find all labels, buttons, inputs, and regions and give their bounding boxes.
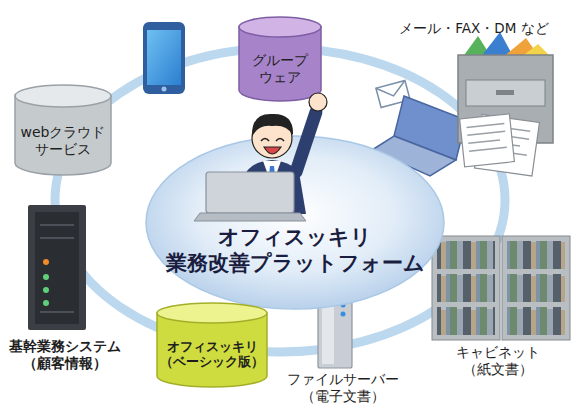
laptop-back	[206, 172, 294, 213]
rack-panel	[35, 212, 79, 324]
tablet-screen	[147, 30, 181, 85]
platform-ellipse: オフィスッキリ 業務改善プラットフォーム	[145, 135, 445, 310]
node-label: メール・FAX・DM など	[375, 20, 573, 36]
raised-arm	[296, 112, 316, 172]
rack-body	[28, 205, 86, 330]
node-label: 基幹業務システム （顧客情報）	[0, 338, 130, 372]
node-label: キャビネット （紙文書）	[438, 344, 558, 378]
books	[507, 274, 565, 302]
cylinder-node: オフィスッキリ （ベーシック版）	[156, 302, 268, 388]
node-label: オフィスッキリ 業務改善プラットフォーム	[145, 225, 445, 276]
shirt	[263, 161, 281, 186]
led	[341, 312, 346, 317]
shelf-frame	[432, 236, 500, 340]
paper-lines	[467, 123, 507, 151]
fist	[309, 93, 327, 111]
cylinder-body	[15, 96, 111, 175]
shelf-frame	[502, 236, 570, 340]
eyes	[261, 139, 284, 142]
books	[437, 307, 495, 335]
rack-slots	[40, 225, 74, 312]
tie	[268, 166, 276, 190]
node-label: グループ ウェア	[238, 52, 322, 86]
node-label: webクラウド サービス	[14, 124, 112, 158]
ellipse-shape	[146, 136, 444, 309]
led	[43, 300, 49, 306]
suit	[240, 160, 306, 214]
tablet-body	[143, 22, 185, 94]
ellipse-outline	[145, 135, 445, 310]
node-label: ファイルサーバー （電子文書）	[270, 371, 415, 405]
paper	[460, 114, 515, 167]
illustration-node: 基幹業務システム （顧客情報）	[0, 198, 130, 388]
mouth	[264, 147, 281, 154]
drawer	[466, 80, 545, 106]
illustration-node: ファイルサーバー （電子文書）	[270, 285, 415, 415]
books	[437, 241, 495, 269]
head	[252, 118, 292, 158]
hair	[252, 114, 293, 137]
tablet-button	[162, 87, 167, 92]
illustration-node: キャビネット （紙文書）	[420, 232, 576, 402]
led	[43, 259, 49, 265]
books	[437, 274, 495, 302]
books	[507, 241, 565, 269]
laptop-base	[194, 213, 306, 221]
books	[507, 307, 565, 335]
led	[43, 274, 49, 280]
illustration-node: メール・FAX・DM など	[375, 14, 573, 179]
cylinder-body	[157, 313, 267, 387]
node-label: オフィスッキリ （ベーシック版）	[156, 339, 268, 370]
cylinder-node: グループ ウェア	[238, 16, 322, 102]
drawer-handle	[496, 90, 514, 95]
cylinder-top	[157, 303, 267, 323]
cylinder-body	[239, 27, 321, 101]
cylinder-node: webクラウド サービス	[14, 84, 112, 176]
led	[43, 287, 49, 293]
cylinder-top	[15, 85, 111, 107]
cylinder-top	[239, 17, 321, 37]
